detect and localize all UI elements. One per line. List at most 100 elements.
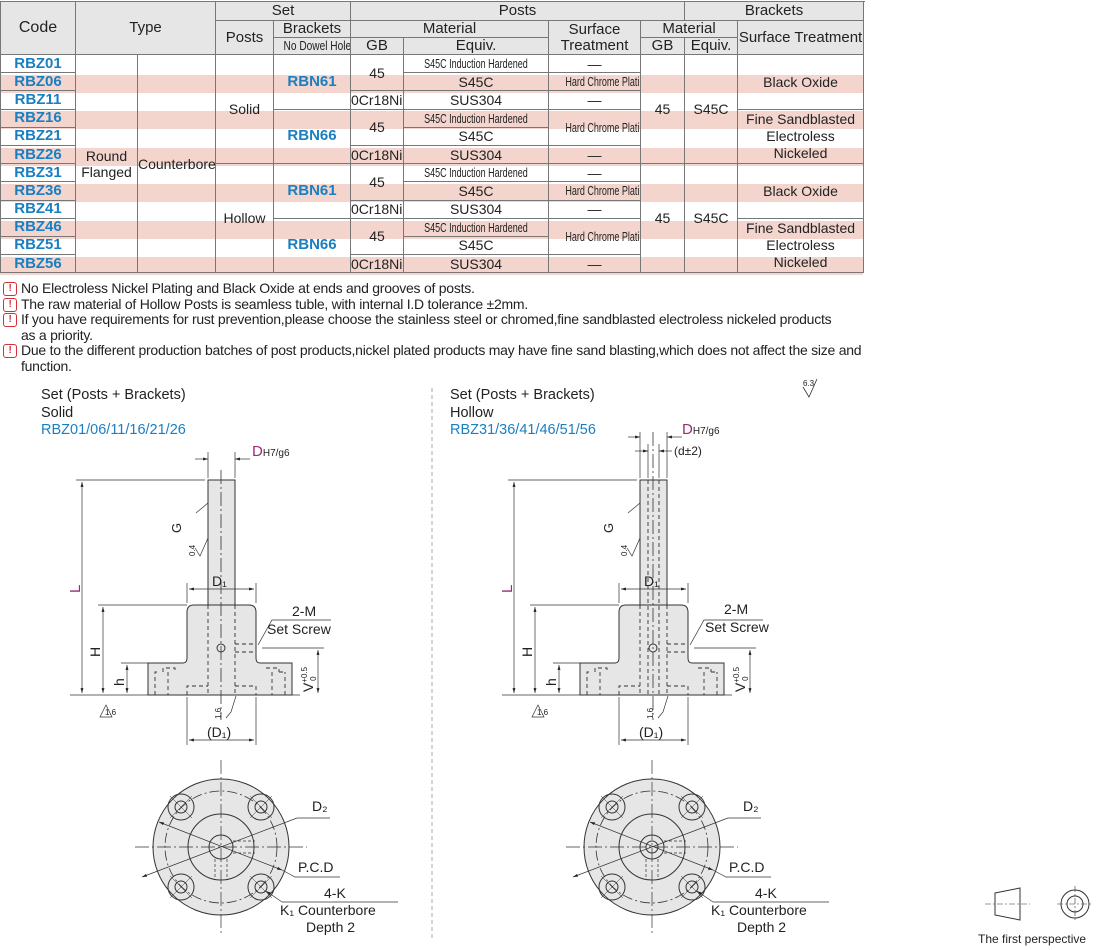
equiv-cell: S45C Induction Hardened	[403, 217, 550, 237]
dimension-lines	[70, 452, 331, 745]
dimension-lines	[502, 432, 763, 745]
post-shaft	[207, 479, 236, 606]
surface-cell: —	[548, 90, 642, 110]
post-tube	[639, 479, 668, 606]
equiv-text: S45C Induction Hardened	[424, 57, 528, 72]
br-equiv-cell: S45C	[684, 163, 739, 274]
header-br-gb: GB	[640, 37, 686, 55]
header-br-material: Material	[640, 20, 739, 38]
bracket-cell: RBN66	[272, 108, 352, 165]
header-equiv: Equiv.	[403, 37, 550, 55]
equiv-cell: S45C	[403, 72, 550, 92]
h-label: H	[519, 647, 535, 657]
note-item: ! Due to the different production batches…	[3, 343, 878, 374]
table-row: RBZ26 0Cr18Ni9 SUS304 —	[0, 144, 864, 165]
bracket-cell: RBN61	[272, 54, 352, 110]
table-row: RBZ41 0Cr18Ni9 SUS304 —	[0, 199, 864, 219]
counterbore-holes	[167, 793, 275, 901]
caption-codes: RBZ31/36/41/46/51/56	[450, 422, 596, 438]
small-h-label: h	[543, 678, 559, 686]
br-gb-cell: 45	[640, 163, 686, 274]
solid-bracket-top-view: D₂ P.C.D 4-K K₁ Counterbore Depth 2	[135, 760, 398, 935]
surface-cell: Hard Chrome Plating	[548, 217, 642, 256]
d1-paren-label: (D₁)	[639, 724, 663, 740]
header-no-dowel: No Dowel Hole	[272, 37, 352, 55]
bracket-cell: RBN66	[272, 217, 352, 274]
code-cell: RBZ16	[0, 108, 76, 128]
roughness-value: 1.6	[646, 707, 655, 719]
warning-icon: !	[3, 344, 17, 359]
equiv-text: S45C Induction Hardened	[424, 220, 528, 235]
header-no-dowel-label: No Dowel Hole	[283, 38, 351, 54]
gb-cell: 0Cr18Ni9	[350, 144, 405, 165]
surface-text: Hard Chrome Plating	[565, 75, 640, 90]
roughness-value: 6.3	[803, 379, 815, 388]
br-surface-cell: Fine Sandblasted Electroless Nickeled	[737, 217, 865, 274]
warning-icon: !	[3, 297, 17, 312]
l-label: L	[499, 585, 516, 593]
roughness-value: 1.6	[105, 708, 117, 717]
equiv-cell: SUS304	[403, 144, 550, 165]
gb-cell: 45	[350, 53, 405, 92]
warning-icon: !	[3, 313, 17, 328]
solid-set-side-view: DH7/g6 L H h G 0.4 1.6 1.6 D₁ (D₁) 2-M S…	[67, 443, 332, 745]
surface-cell: —	[548, 254, 642, 274]
br-surface-cell: Fine Sandblasted Electroless Nickeled	[737, 108, 865, 165]
roughness-value: 0.4	[188, 544, 197, 556]
counterbore-holes	[598, 793, 706, 901]
d2-label: D₂	[312, 798, 328, 814]
d2-label: D₂	[743, 798, 759, 814]
note-item: !If you have requirements for rust preve…	[3, 311, 833, 343]
equiv-text: S45C Induction Hardened	[424, 111, 528, 126]
table-row: RBZ01 Round Flanged Counterbore Solid RB…	[0, 53, 865, 274]
left-drawing-caption: Set (Posts + Brackets) Solid RBZ01/06/11…	[41, 387, 186, 440]
posts-cell: Solid	[215, 53, 274, 165]
set-screw-label: Set Screw	[705, 619, 770, 635]
type-mount-cell: Counterbore	[137, 53, 216, 274]
header-br-surface: Surface Treatment	[737, 20, 865, 55]
header-posts-group: Posts	[350, 1, 686, 21]
l-label: L	[67, 585, 84, 593]
bracket-body	[579, 604, 725, 696]
pcd-label: P.C.D	[729, 859, 765, 875]
equiv-text: S45C Induction Hardened	[424, 166, 528, 181]
br-surface-cell: Black Oxide	[737, 54, 865, 110]
v-label: V+0.50	[300, 666, 318, 692]
gb-cell: 0Cr18Ni9	[350, 254, 405, 274]
spec-table: Code Type Set Posts Brackets Posts Brack…	[0, 1, 865, 274]
hollow-set-side-view: DH7/g6 (d±2) L H h G 0.4 1.6 1.6 D₁ (D₁)…	[499, 421, 770, 745]
small-h-label: h	[111, 678, 127, 686]
table-row: RBZ31 Hollow RBN61 45 S45C Induction Har…	[0, 163, 865, 274]
d-label: DH7/g6	[252, 443, 290, 460]
table-row: RBZ21 S45C	[0, 126, 864, 146]
set-screw-label: Set Screw	[267, 621, 332, 637]
caption-title: Set (Posts + Brackets)	[41, 387, 186, 403]
caption-subtitle: Hollow	[450, 404, 494, 421]
note-text: The raw material of Hollow Posts is seam…	[21, 295, 528, 312]
header-brackets-group: Brackets	[684, 1, 865, 21]
equiv-cell: SUS304	[403, 90, 550, 110]
code-cell: RBZ56	[0, 254, 76, 274]
d1-label: D₁	[644, 573, 659, 589]
d-label: DH7/g6	[682, 421, 720, 438]
code-cell: RBZ01	[0, 53, 76, 74]
set-screw-count-label: 2-M	[292, 603, 316, 619]
bracket-body	[147, 604, 293, 696]
perspective-label: The first perspective	[978, 932, 1087, 946]
notes-list: !No Electroless Nickel Plating and Black…	[3, 280, 878, 375]
code-cell: RBZ26	[0, 144, 76, 165]
table-row: RBZ11 0Cr18Ni9 SUS304 —	[0, 90, 864, 110]
note-text: Due to the different production batches …	[21, 342, 862, 374]
code-cell: RBZ11	[0, 90, 76, 110]
surface-cell: —	[548, 53, 642, 74]
code-cell: RBZ31	[0, 163, 76, 183]
br-equiv-cell: S45C	[684, 53, 739, 165]
equiv-cell: S45C Induction Hardened	[403, 108, 550, 128]
counterbore-label: K₁ Counterbore	[280, 902, 376, 918]
code-cell: RBZ06	[0, 72, 76, 92]
table-row: RBZ16 RBN66 45 S45C Induction Hardened H…	[0, 108, 865, 165]
header-surface: Surface Treatment	[548, 20, 642, 55]
table-row: RBZ56 0Cr18Ni9 SUS304 —	[0, 254, 864, 274]
surface-cell: Hard Chrome Plating	[548, 181, 642, 201]
note-item: !No Electroless Nickel Plating and Black…	[3, 280, 878, 297]
